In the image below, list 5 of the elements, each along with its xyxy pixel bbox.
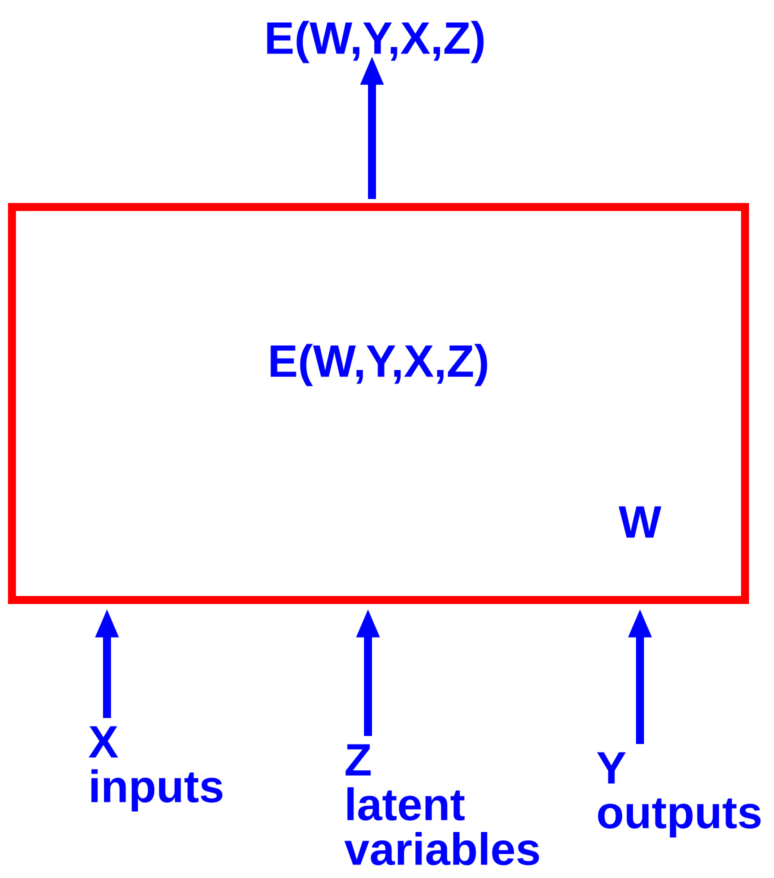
function-box: E(W,Y,X,Z) W — [8, 202, 750, 604]
output-label: E(W,Y,X,Z) — [267, 20, 484, 64]
input-label: X inputs — [88, 726, 222, 812]
input-label: Y outputs — [597, 752, 761, 838]
input-label: Z latent variables — [344, 744, 539, 866]
